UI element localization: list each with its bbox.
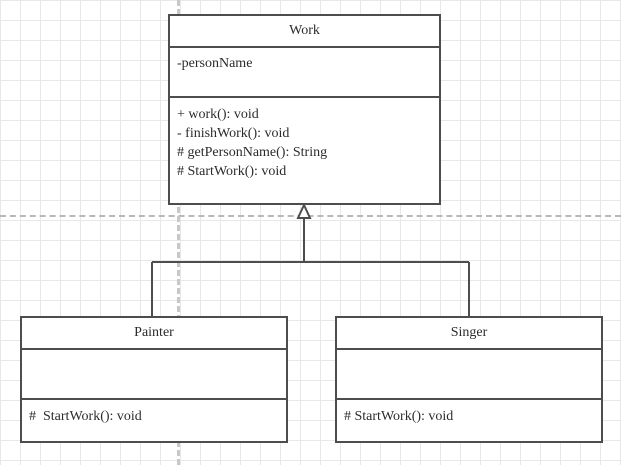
- vertical-alignment-guide: [177, 0, 180, 465]
- uml-class-work-operations: + work(): void - finishWork(): void # ge…: [170, 98, 439, 187]
- uml-class-painter-title: Painter: [22, 318, 286, 350]
- uml-class-painter-attributes: [22, 350, 286, 400]
- uml-operation: # StartWork(): void: [177, 164, 287, 179]
- uml-class-work-title: Work: [170, 16, 439, 48]
- uml-operation: # StartWork(): void: [344, 409, 454, 424]
- uml-class-painter-operations: # StartWork(): void: [22, 400, 286, 432]
- uml-class-work[interactable]: Work -personName + work(): void - finish…: [168, 14, 441, 205]
- uml-class-work-attributes: -personName: [170, 48, 439, 98]
- uml-class-singer-operations: # StartWork(): void: [337, 400, 601, 432]
- uml-class-singer[interactable]: Singer # StartWork(): void: [335, 316, 603, 443]
- uml-class-singer-title: Singer: [337, 318, 601, 350]
- generalization-arrowhead: [296, 202, 312, 219]
- uml-class-painter[interactable]: Painter # StartWork(): void: [20, 316, 288, 443]
- uml-operation: # getPersonName(): String: [177, 145, 328, 160]
- uml-operation: + work(): void: [177, 107, 259, 122]
- uml-class-singer-attributes: [337, 350, 601, 400]
- uml-operation: - finishWork(): void: [177, 126, 290, 141]
- uml-operation: # StartWork(): void: [29, 409, 142, 424]
- horizontal-alignment-guide: [0, 215, 621, 217]
- uml-attribute: -personName: [177, 56, 253, 71]
